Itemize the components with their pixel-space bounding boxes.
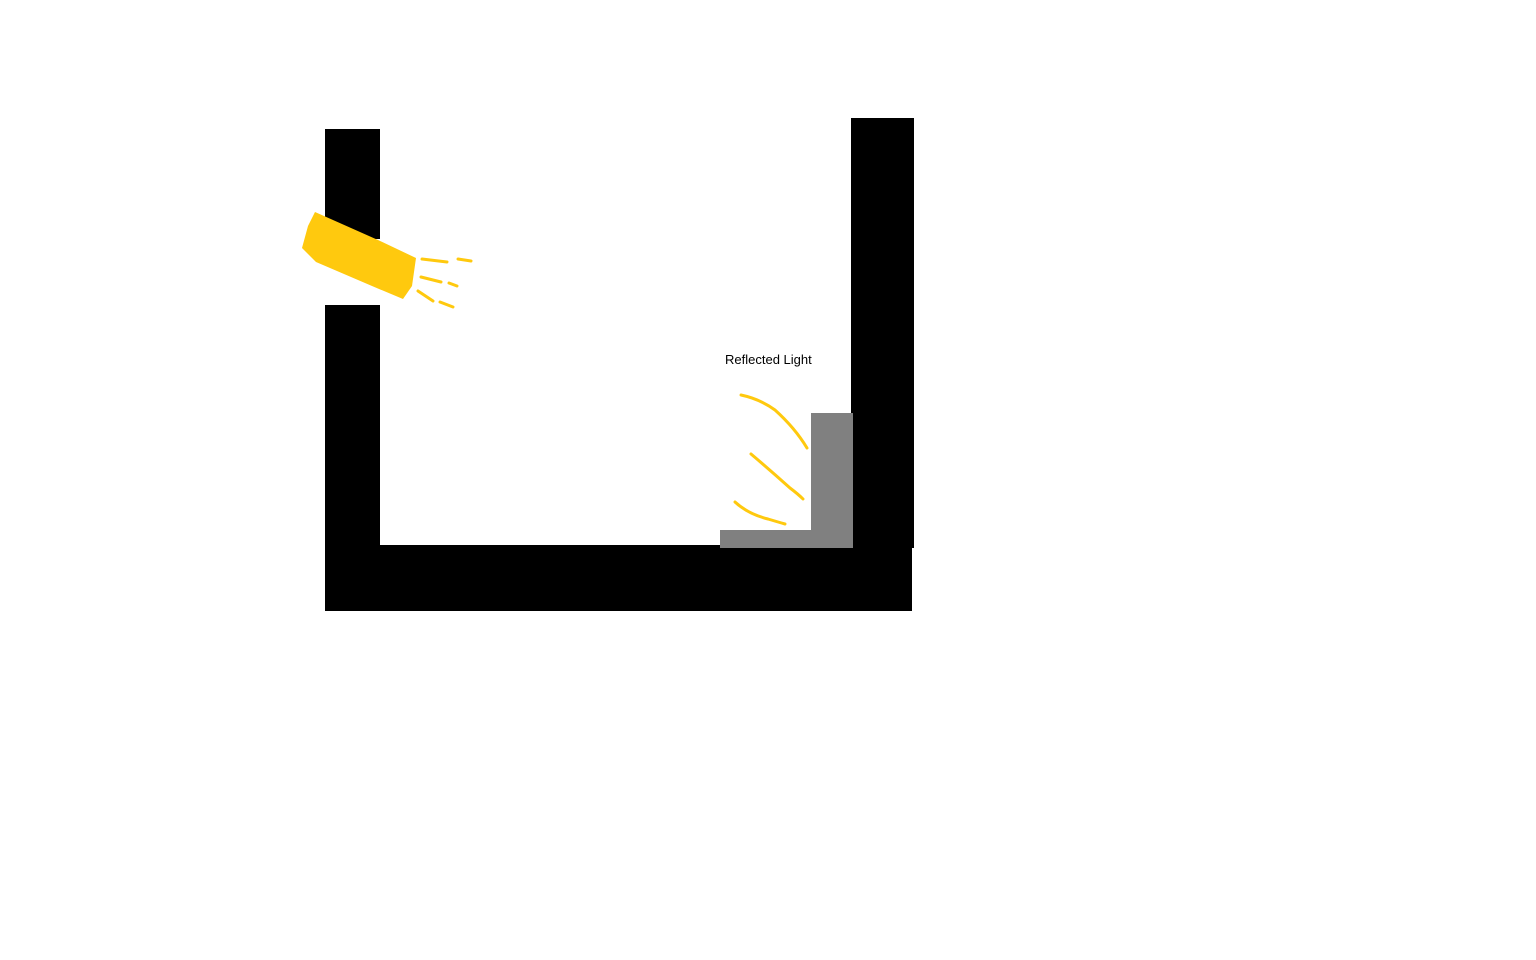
reflected-light-label: Reflected Light — [725, 352, 812, 367]
light-ray-6 — [438, 300, 455, 309]
light-ray-5 — [416, 289, 435, 303]
reflector-panel — [720, 413, 853, 548]
light-ray-1 — [420, 257, 449, 264]
right-wall — [851, 118, 914, 548]
reflected-ray-3 — [733, 500, 787, 526]
light-ray-2 — [456, 257, 473, 263]
reflected-light-rays-icon — [733, 393, 809, 526]
reflected-ray-1 — [739, 393, 809, 450]
floor — [325, 545, 912, 611]
light-ray-3 — [419, 275, 443, 284]
light-source-body — [302, 212, 416, 299]
light-ray-4 — [447, 281, 459, 288]
flashlight-icon — [302, 212, 473, 309]
reflected-ray-2 — [749, 452, 805, 501]
